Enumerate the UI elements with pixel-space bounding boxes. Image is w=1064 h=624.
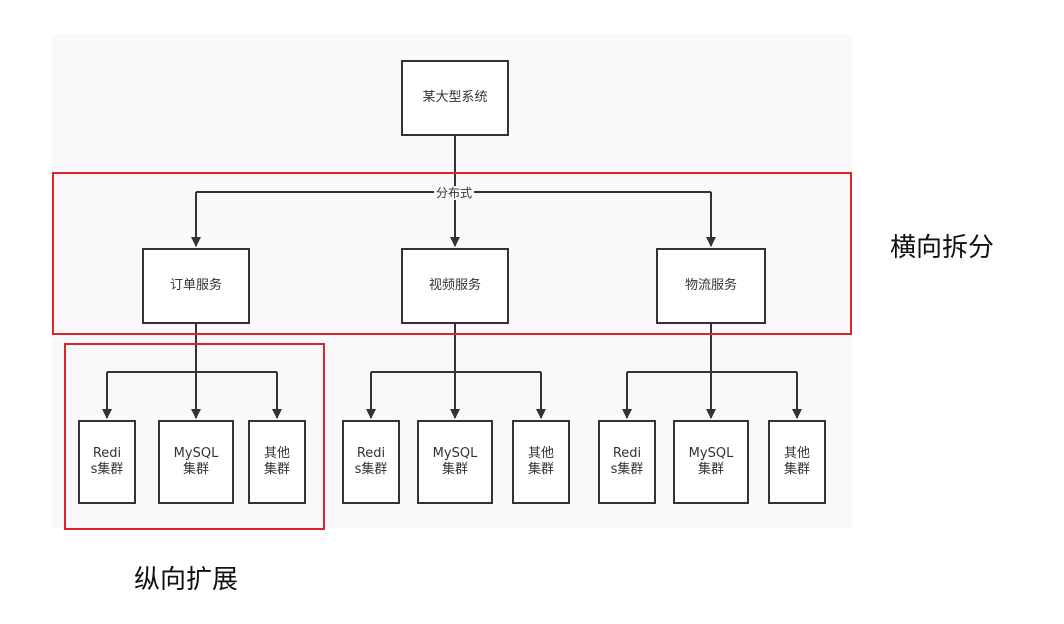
root-system-label: 某大型系统 <box>422 90 488 105</box>
cluster-node-other: 其他 集群 <box>512 420 570 504</box>
cluster-label: MySQL 集群 <box>688 446 734 477</box>
service-node-logistics: 物流服务 <box>656 248 766 324</box>
cluster-label: Redi s集群 <box>354 446 388 477</box>
service-node-order: 订单服务 <box>142 248 250 324</box>
cluster-label: MySQL 集群 <box>173 446 219 477</box>
horizontal-split-caption: 横向拆分 <box>890 233 995 263</box>
cluster-node-mysql: MySQL 集群 <box>158 420 234 504</box>
cluster-node-other: 其他 集群 <box>768 420 826 504</box>
cluster-node-redis: Redi s集群 <box>342 420 400 504</box>
cluster-label: 其他 集群 <box>783 446 810 477</box>
cluster-label: MySQL 集群 <box>432 446 478 477</box>
cluster-label: Redi s集群 <box>90 446 124 477</box>
cluster-node-mysql: MySQL 集群 <box>673 420 749 504</box>
vertical-scale-caption: 纵向扩展 <box>134 565 239 595</box>
cluster-label: Redi s集群 <box>610 446 644 477</box>
cluster-label: 其他 集群 <box>263 446 290 477</box>
service-label: 视频服务 <box>428 278 481 293</box>
cluster-node-other: 其他 集群 <box>248 420 306 504</box>
cluster-node-mysql: MySQL 集群 <box>417 420 493 504</box>
service-label: 物流服务 <box>684 278 737 293</box>
root-system-node: 某大型系统 <box>401 60 509 136</box>
distributed-edge-label: 分布式 <box>434 186 475 200</box>
cluster-label: 其他 集群 <box>527 446 554 477</box>
service-label: 订单服务 <box>169 278 222 293</box>
cluster-node-redis: Redi s集群 <box>78 420 136 504</box>
vertical-scale-region <box>64 343 325 530</box>
cluster-node-redis: Redi s集群 <box>598 420 656 504</box>
service-node-video: 视频服务 <box>401 248 509 324</box>
horizontal-split-region <box>52 172 852 335</box>
